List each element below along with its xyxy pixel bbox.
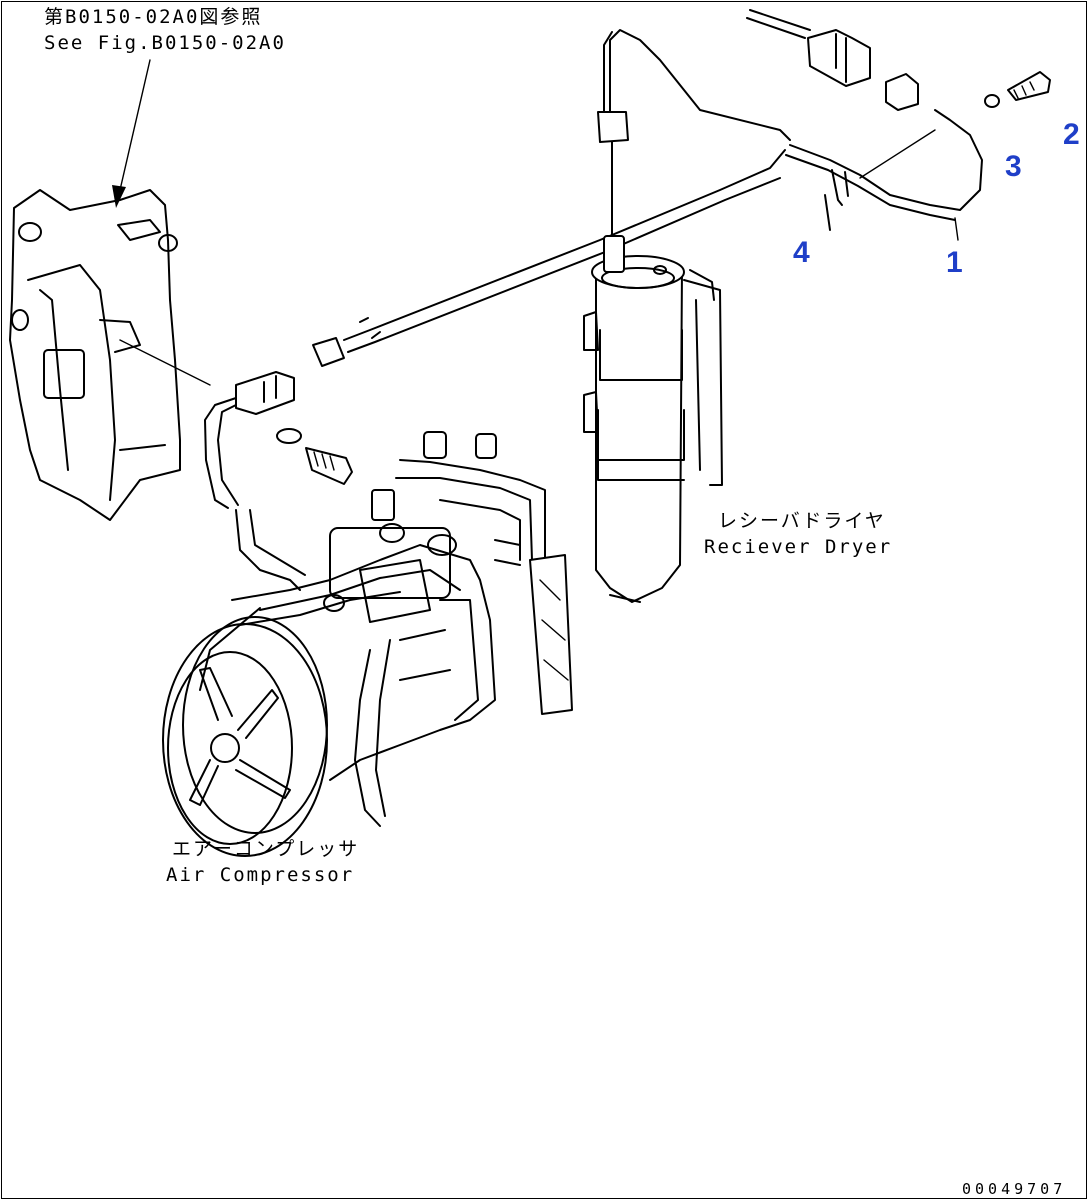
callout-3: 3 xyxy=(1005,150,1022,183)
bracket-assembly xyxy=(9,189,181,521)
air-compressor-label-ja: エアーコンプレッサ xyxy=(172,838,360,860)
callout-2: 2 xyxy=(1063,118,1080,151)
receiver-dryer-label-en: Reciever Dryer xyxy=(704,536,893,558)
air-compressor-label-en: Air Compressor xyxy=(166,864,355,886)
drawing-code: 00049707 xyxy=(962,1180,1067,1198)
callout-4: 4 xyxy=(793,236,810,269)
reference-label-en: See Fig.B0150-02A0 xyxy=(44,32,286,54)
callout-1: 1 xyxy=(946,246,963,279)
reference-arrow xyxy=(112,59,151,208)
left-connector xyxy=(119,339,353,509)
receiver-dryer-drawing xyxy=(583,235,723,603)
receiver-dryer-label-ja: レシーバドライヤ xyxy=(718,510,886,532)
bolt-and-washer xyxy=(984,71,1051,108)
harness xyxy=(312,29,983,367)
air-compressor-drawing xyxy=(162,431,573,857)
top-connector xyxy=(746,9,919,111)
reference-label-ja: 第B0150-02A0図参照 xyxy=(44,6,263,28)
